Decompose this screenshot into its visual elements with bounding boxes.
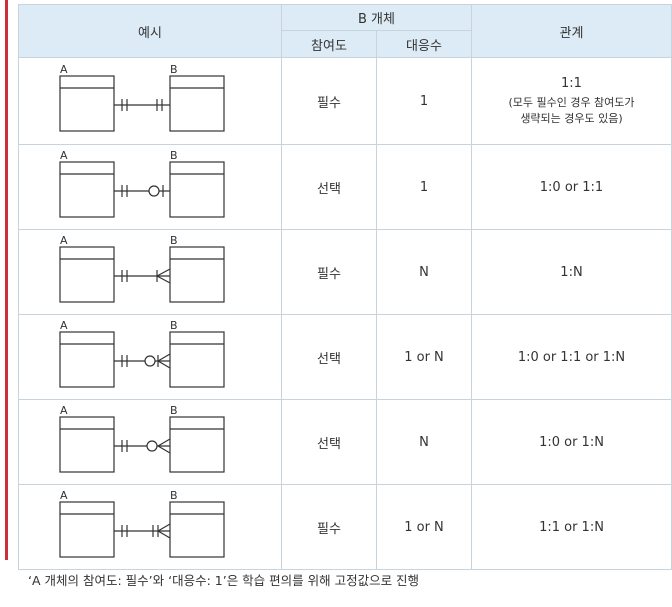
entity-b-label: B [170, 319, 178, 332]
footnote: ‘A 개체의 참여도: 필수’와 ‘대응수: 1’은 학습 편의를 위해 고정값… [28, 573, 420, 588]
er-diagram: A B [18, 399, 282, 485]
table-row: A B 선택 1 or N 1:0 or 1:1 or 1:N [18, 314, 672, 400]
relation-cell: 1:1 or 1:N [471, 484, 672, 570]
er-diagram: A B [18, 484, 282, 570]
table-row: A B 선택 1 1:0 or 1:1 [18, 144, 672, 230]
entity-b-label: B [170, 234, 178, 247]
table-row: A B 필수 1 1:1 (모두 필수인 경우 참여도가 생략되는 경우도 있음… [18, 57, 672, 145]
entity-a-label: A [60, 404, 68, 417]
entity-b-label: B [170, 63, 178, 76]
header-relation: 관계 [471, 4, 672, 58]
entity-a-label: A [60, 63, 68, 76]
relation-value: 1:1 [561, 75, 582, 91]
relation-cell: 1:N [471, 229, 672, 315]
entity-a-label: A [60, 319, 68, 332]
entity-a-label: A [60, 149, 68, 162]
participation-cell: 선택 [281, 399, 377, 485]
relation-cell: 1:0 or 1:N [471, 399, 672, 485]
er-notation-optional-one: A B [59, 149, 225, 218]
participation-cell: 필수 [281, 484, 377, 570]
table-row: A B 필수 N 1:N [18, 229, 672, 315]
er-notation-mandatory-one-or-many: A B [59, 489, 225, 558]
table-row: A B 필수 1 or N 1:1 or 1:N [18, 484, 672, 570]
entity-b-label: B [170, 404, 178, 417]
header-example: 예시 [18, 4, 282, 58]
er-diagram: A B [18, 57, 282, 145]
relation-cell: 1:0 or 1:1 or 1:N [471, 314, 672, 400]
er-notation-optional-many: A B [59, 404, 225, 473]
cardinality-cell: N [376, 229, 472, 315]
relation-note-line1: (모두 필수인 경우 참여도가 [508, 95, 635, 109]
cardinality-cell: 1 or N [376, 314, 472, 400]
entity-b-label: B [170, 489, 178, 502]
er-notation-mandatory-many: A B [59, 234, 225, 303]
margin-rule [5, 0, 8, 560]
participation-cell: 필수 [281, 57, 377, 145]
er-notation-mandatory-one: A B [59, 63, 225, 132]
entity-a-label: A [60, 489, 68, 502]
cardinality-cell: 1 [376, 144, 472, 230]
table-row: A B 선택 N 1:0 or 1:N [18, 399, 672, 485]
er-notation-optional-one-or-many: A B [59, 319, 225, 388]
relation-note-line2: 생략되는 경우도 있음) [520, 111, 623, 125]
cardinality-cell: 1 or N [376, 484, 472, 570]
relation-cell: 1:1 (모두 필수인 경우 참여도가 생략되는 경우도 있음) [471, 57, 672, 145]
er-diagram: A B [18, 229, 282, 315]
header-b-entity: B 개체 [281, 4, 472, 31]
cardinality-cell: 1 [376, 57, 472, 145]
participation-cell: 필수 [281, 229, 377, 315]
header-cardinality: 대응수 [376, 30, 472, 58]
er-diagram: A B [18, 144, 282, 230]
relation-cell: 1:0 or 1:1 [471, 144, 672, 230]
participation-cell: 선택 [281, 144, 377, 230]
entity-b-label: B [170, 149, 178, 162]
er-diagram: A B [18, 314, 282, 400]
entity-a-label: A [60, 234, 68, 247]
header-participation: 참여도 [281, 30, 377, 58]
er-cardinality-table: 예시 B 개체 관계 참여도 대응수 A B 필수 1 [18, 4, 672, 570]
cardinality-cell: N [376, 399, 472, 485]
participation-cell: 선택 [281, 314, 377, 400]
